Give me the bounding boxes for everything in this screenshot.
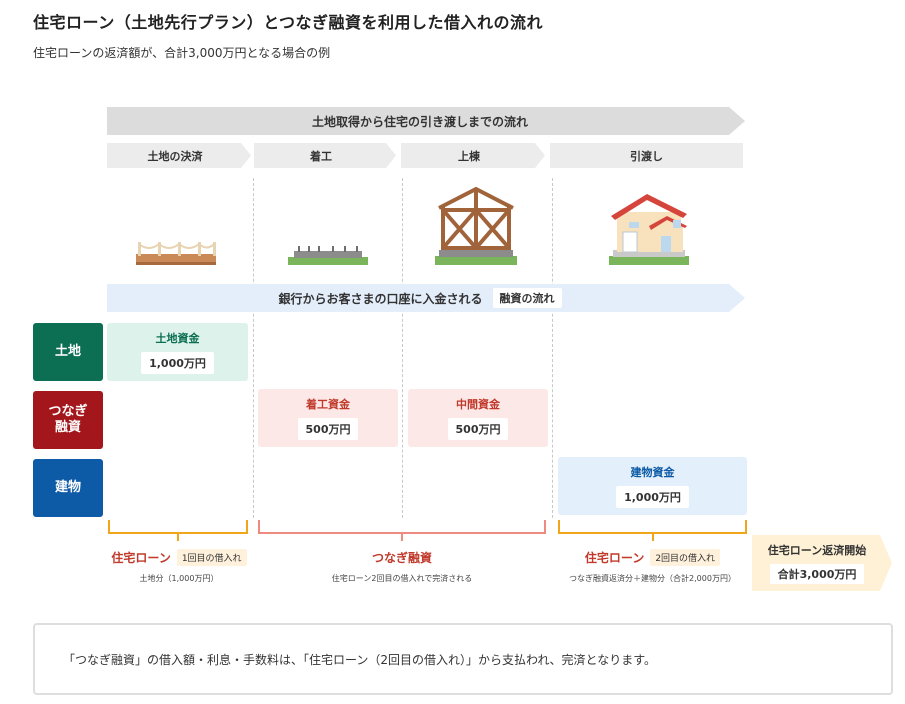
repayment-start-arrow: 住宅ローン返済開始 合計3,000万円 — [752, 535, 892, 591]
divider-line — [402, 178, 403, 518]
fund-interim: 中間資金 500万円 — [408, 389, 548, 447]
loan-name: 住宅ローン — [584, 551, 645, 565]
bracket-bridge-loan — [258, 520, 546, 541]
bracket-second-loan — [558, 520, 747, 541]
fund-amount: 500万円 — [447, 418, 509, 440]
loan-name: 住宅ローン — [111, 551, 171, 565]
row-label-text: 融資 — [54, 420, 81, 435]
loan-detail: つなぎ融資返済分＋建物分（合計2,000万円） — [569, 574, 736, 583]
row-label-text: つなぎ — [48, 403, 88, 419]
fund-land: 土地資金 1,000万円 — [107, 323, 248, 381]
stage-label: 着工 — [310, 149, 332, 163]
foundation-icon — [288, 246, 368, 265]
flow-header-arrow: 土地取得から住宅の引き渡しまでの流れ — [107, 107, 745, 135]
money-flow-arrow: 銀行からお客さまの口座に入金される 融資の流れ — [107, 284, 745, 312]
row-label-text: 建物 — [54, 479, 81, 495]
loan-badge: 2回目の借入れ — [650, 549, 721, 566]
stage-land-settlement: 土地の決済 — [107, 143, 251, 168]
loan-detail: 土地分（1,000万円） — [139, 574, 219, 583]
loan-badge: 1回目の借入れ — [176, 549, 247, 566]
flow-header-text: 土地取得から住宅の引き渡しまでの流れ — [311, 114, 528, 129]
fund-name: 土地資金 — [155, 332, 200, 345]
stage-label: 土地の決済 — [147, 149, 203, 163]
note-box: 「つなぎ融資」の借入額・利息・手数料は、「住宅ローン（2回目の借入れ）」から支払… — [33, 623, 893, 695]
row-label-building: 建物 — [33, 459, 103, 517]
money-flow-text: 銀行からお客さまの口座に入金される — [278, 291, 483, 306]
repayment-total: 合計3,000万円 — [769, 564, 865, 584]
page-title: 住宅ローン（土地先行プラン）とつなぎ融資を利用した借入れの流れ — [33, 13, 544, 32]
fund-building: 建物資金 1,000万円 — [558, 457, 747, 515]
land-plot-icon — [136, 242, 216, 265]
stage-label: 上棟 — [458, 149, 480, 163]
row-label-text: 土地 — [54, 343, 81, 359]
divider-line — [253, 178, 254, 518]
fund-amount: 1,000万円 — [616, 486, 689, 508]
note-text: 「つなぎ融資」の借入額・利息・手数料は、「住宅ローン（2回目の借入れ）」から支払… — [63, 652, 656, 667]
house-frame-icon — [435, 186, 517, 265]
stage-label: 引渡し — [630, 149, 663, 163]
loan-name: つなぎ融資 — [371, 551, 432, 565]
stage-handover: 引渡し — [550, 143, 743, 168]
loan-second: 住宅ローン 2回目の借入れ つなぎ融資返済分＋建物分（合計2,000万円） — [555, 549, 750, 584]
row-label-land: 土地 — [33, 323, 103, 381]
fund-amount: 500万円 — [297, 418, 359, 440]
divider-line — [552, 178, 553, 518]
finished-house-icon — [609, 194, 689, 265]
page-subtitle: 住宅ローンの返済額が、合計3,000万円となる場合の例 — [33, 46, 331, 60]
stage-construction-start: 着工 — [254, 143, 396, 168]
repayment-label: 住宅ローン返済開始 — [767, 544, 867, 557]
fund-construction-start: 着工資金 500万円 — [258, 389, 398, 447]
fund-name: 着工資金 — [306, 398, 350, 411]
bracket-first-loan — [108, 520, 248, 541]
stage-framing: 上棟 — [401, 143, 545, 168]
fund-name: 建物資金 — [630, 466, 675, 479]
loan-detail: 住宅ローン2回目の借入れで完済される — [331, 574, 473, 583]
fund-name: 中間資金 — [456, 398, 500, 411]
row-label-bridge-loan: つなぎ 融資 — [33, 391, 103, 449]
loan-bridge: つなぎ融資 住宅ローン2回目の借入れで完済される — [282, 549, 522, 584]
money-flow-tag: 融資の流れ — [492, 288, 562, 308]
fund-amount: 1,000万円 — [141, 352, 214, 374]
loan-first: 住宅ローン 1回目の借入れ 土地分（1,000万円） — [100, 549, 258, 584]
